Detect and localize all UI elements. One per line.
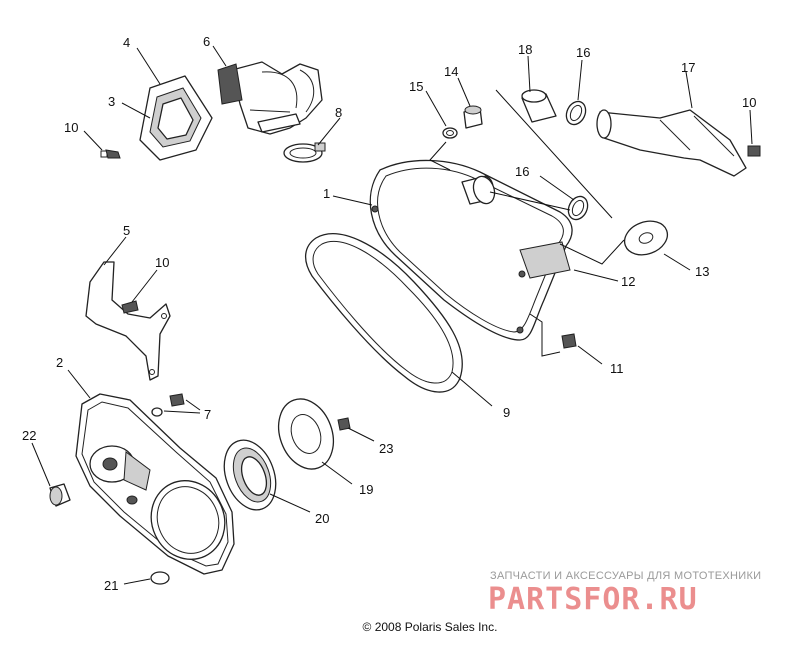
part-drive-belt <box>305 233 463 393</box>
callout-10-right: 10 <box>742 95 756 110</box>
part-bushing <box>49 483 71 507</box>
bolt-upper-right <box>747 145 761 157</box>
part-hose-clamp <box>283 142 326 163</box>
callout-10-bracket: 10 <box>155 255 169 270</box>
callout-18: 18 <box>518 42 532 57</box>
bolt-lower-right <box>561 333 577 349</box>
callout-5: 5 <box>123 223 130 238</box>
callout-10: 10 <box>64 120 78 135</box>
part-screw <box>337 417 351 431</box>
callout-3: 3 <box>108 94 115 109</box>
callout-16-upper: 16 <box>576 45 590 60</box>
callout-22: 22 <box>22 428 36 443</box>
bolt-bracket <box>121 300 139 314</box>
part-cover-plug <box>150 571 170 585</box>
callout-20: 20 <box>315 511 329 526</box>
part-washer <box>623 220 669 256</box>
part-duct-seal <box>139 75 213 161</box>
part-cover-plate <box>277 398 335 470</box>
part-duct-adapter <box>521 89 557 123</box>
callout-23: 23 <box>379 441 393 456</box>
callout-8: 8 <box>335 105 342 120</box>
callout-labels: 4 3 10 6 8 15 14 18 16 17 10 16 1 12 13 … <box>22 34 756 593</box>
callout-4: 4 <box>123 35 130 50</box>
callout-21: 21 <box>104 578 118 593</box>
callout-6: 6 <box>203 34 210 49</box>
part-bolt-washer <box>151 393 185 417</box>
part-outer-clutch-cover <box>369 159 573 341</box>
callout-11: 11 <box>610 361 624 376</box>
callout-9: 9 <box>503 405 510 420</box>
part-intake-elbow <box>217 61 323 135</box>
copyright-text: © 2008 Polaris Sales Inc. <box>362 620 498 634</box>
part-seal-ring <box>223 439 277 511</box>
callout-15: 15 <box>409 79 423 94</box>
callout-14: 14 <box>444 64 458 79</box>
part-outlet-duct <box>596 109 747 177</box>
part-drain-plug <box>463 105 483 129</box>
part-bracket <box>85 261 171 381</box>
callout-12: 12 <box>621 274 635 289</box>
bolt-upper-left <box>100 149 121 159</box>
part-o-ring <box>442 127 458 139</box>
watermark-subtitle: ЗАПЧАСТИ И АКСЕССУАРЫ ДЛЯ МОТОТЕХНИКИ <box>490 570 762 582</box>
leader-lines <box>31 45 753 585</box>
callout-17: 17 <box>681 60 695 75</box>
callout-7: 7 <box>204 407 211 422</box>
callout-16-lower: 16 <box>515 164 529 179</box>
callout-1: 1 <box>323 186 330 201</box>
watermark-logo: PARTSFOR.RU <box>488 582 698 617</box>
part-inner-clutch-cover <box>75 393 235 575</box>
callout-13: 13 <box>695 264 709 279</box>
callout-19: 19 <box>359 482 373 497</box>
part-clamp-lower <box>567 195 589 221</box>
callout-2: 2 <box>56 355 63 370</box>
part-clamp-upper <box>565 100 587 126</box>
